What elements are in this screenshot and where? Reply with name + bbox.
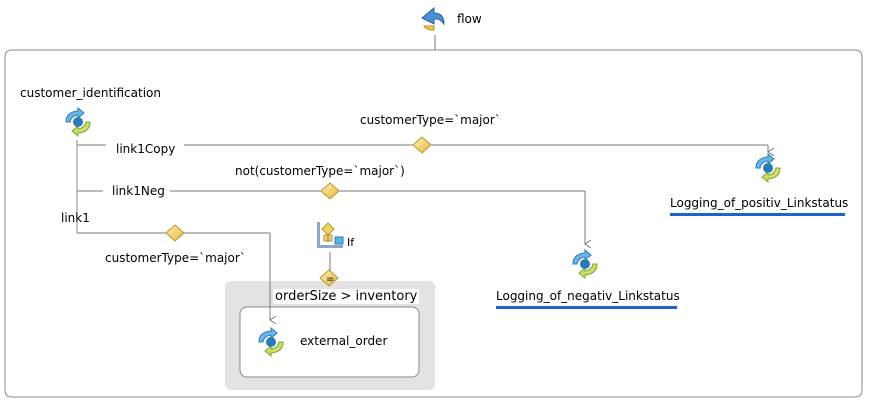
customer-identification-label: customer_identification: [20, 86, 161, 100]
link1copy-condition-diamond[interactable]: [412, 136, 432, 154]
link1copy-label[interactable]: link1Copy: [116, 142, 176, 156]
if-icon[interactable]: [314, 219, 346, 251]
link1-condition-label: customerType=`major`: [105, 251, 246, 265]
logging-negative-icon[interactable]: [569, 249, 601, 279]
flow-container: [4, 49, 863, 398]
logging-positive-label: Logging_of_positiv_Linkstatus: [670, 196, 849, 210]
link1neg-label[interactable]: link1Neg: [112, 184, 165, 198]
logging-positive-underline: [670, 213, 845, 216]
if-condition-label: orderSize > inventory: [273, 289, 420, 304]
logging-negative-underline: [496, 306, 677, 309]
customer-identification-icon[interactable]: [62, 107, 94, 137]
link1-label[interactable]: link1: [61, 211, 90, 225]
link1copy-condition-label: customerType=`major`: [360, 113, 501, 127]
external-order-box[interactable]: [239, 306, 420, 378]
external-order-label: external_order: [300, 334, 388, 348]
if-label: If: [347, 236, 355, 249]
logging-negative-label: Logging_of_negativ_Linkstatus: [496, 289, 680, 303]
flow-icon[interactable]: [418, 4, 448, 34]
equals-icon: =: [326, 274, 334, 285]
if-condition-diamond[interactable]: [319, 269, 339, 287]
link1neg-condition-label: not(customerType=`major`): [235, 164, 405, 178]
link1neg-condition-diamond[interactable]: [320, 182, 340, 200]
logging-positive-icon[interactable]: [752, 153, 784, 183]
link1-condition-diamond[interactable]: [165, 224, 185, 242]
external-order-icon[interactable]: [255, 327, 287, 357]
flow-label: flow: [457, 12, 482, 26]
